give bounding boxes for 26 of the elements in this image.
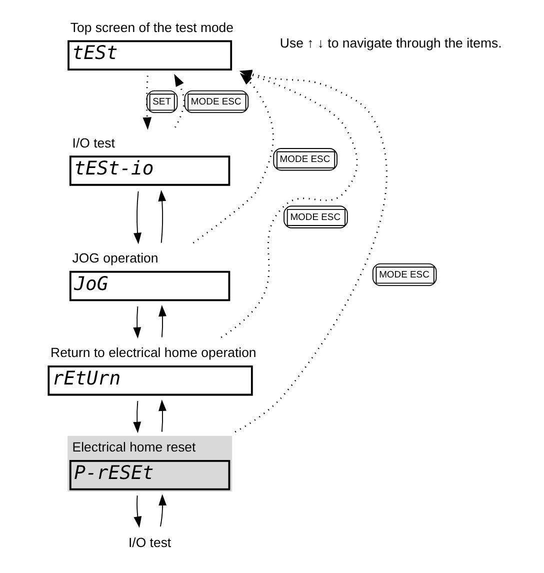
edge-label: MODE ESC xyxy=(190,96,242,108)
node-box: rEtUrn xyxy=(48,365,253,396)
edge-label: MODE ESC xyxy=(280,154,330,166)
arrow xyxy=(133,306,142,339)
label: Use ↑ ↓ to navigate through the items. xyxy=(280,36,502,51)
arrow xyxy=(133,400,142,434)
node-label: I/O test xyxy=(72,135,115,150)
node-text: I/O test xyxy=(128,535,172,550)
arrow xyxy=(158,400,166,432)
arrow xyxy=(134,495,142,528)
arrow xyxy=(158,190,166,244)
arrow xyxy=(192,72,274,244)
edge-label: SET xyxy=(152,96,172,108)
edge-label: MODE ESC xyxy=(290,212,341,223)
node-label: JOG operation xyxy=(72,250,158,266)
arrow xyxy=(158,494,167,527)
edge-label: MODE ESC xyxy=(379,270,430,281)
arrow xyxy=(174,74,185,128)
arrow xyxy=(142,76,152,130)
arrow xyxy=(134,190,142,244)
node-label: Top screen of the test mode xyxy=(70,20,234,35)
node-label: Return to electrical home operation xyxy=(50,345,256,360)
node-box: tESt-io xyxy=(69,156,230,186)
node-box: JoG xyxy=(69,270,230,302)
arrow xyxy=(158,305,166,338)
node-box: tESt xyxy=(68,40,232,70)
